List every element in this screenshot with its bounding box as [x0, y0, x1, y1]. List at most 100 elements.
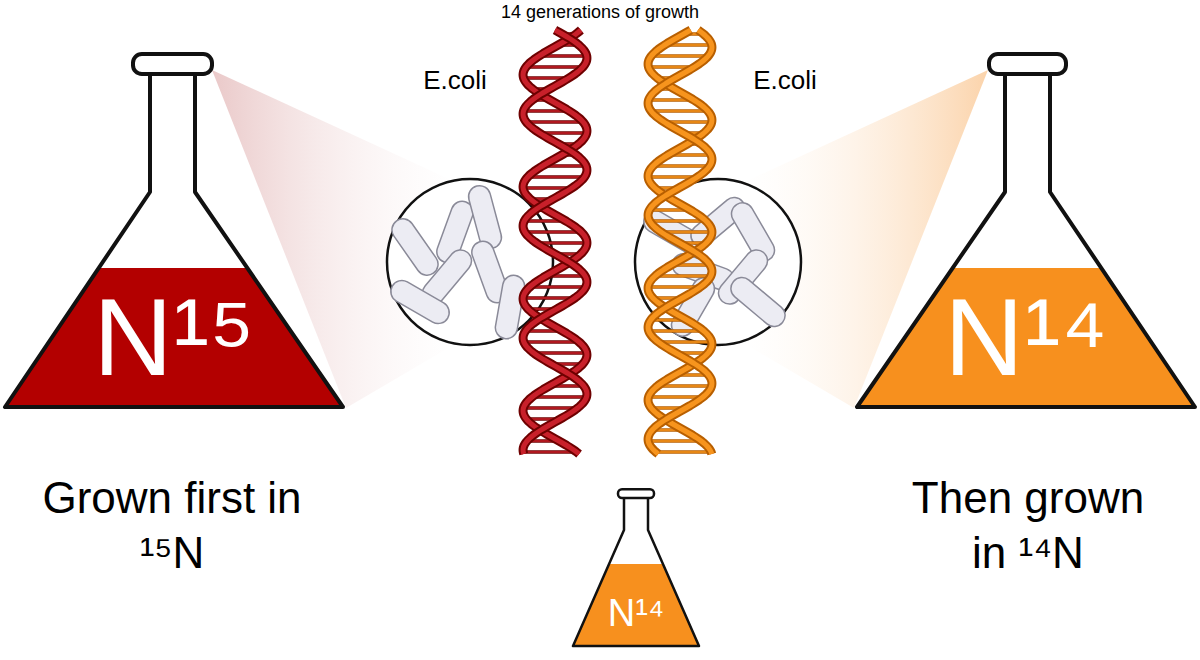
base-pair — [533, 88, 550, 90]
base-pair — [649, 208, 690, 212]
base-pair — [532, 396, 586, 398]
base-pair — [664, 417, 666, 421]
bacterium — [494, 274, 527, 341]
backbone — [523, 30, 587, 454]
bacterium — [388, 214, 443, 279]
base-pair — [523, 407, 577, 409]
flask-glass — [857, 74, 1195, 407]
bacterium — [466, 183, 504, 251]
base-pair — [651, 319, 687, 321]
backbone-outline — [648, 30, 712, 454]
base-pair — [651, 110, 708, 112]
circle-outline — [385, 177, 555, 347]
base-pair — [653, 165, 710, 167]
base-pair — [559, 142, 579, 146]
base-pair — [655, 187, 679, 189]
flask-rim — [133, 54, 212, 74]
base-pair — [526, 120, 583, 124]
base-pair — [683, 132, 704, 134]
flask-liquid — [857, 268, 1195, 407]
base-pair — [687, 143, 701, 145]
base-pair — [525, 329, 562, 333]
base-pair — [651, 406, 686, 410]
base-pair — [526, 121, 583, 123]
base-pair — [525, 231, 582, 233]
isotope-label: N¹⁴ — [944, 282, 1107, 392]
base-pair — [657, 385, 711, 387]
base-pair — [523, 450, 576, 454]
base-pair — [555, 253, 581, 255]
base-pair — [679, 242, 706, 244]
base-pair — [542, 165, 586, 167]
base-pair — [676, 351, 708, 355]
base-pair — [528, 175, 585, 179]
flask-liquid — [5, 268, 343, 407]
base-pair — [523, 297, 575, 299]
base-pair — [656, 450, 711, 454]
base-pair — [540, 131, 587, 135]
base-pair — [559, 143, 579, 145]
base-pair — [536, 242, 587, 244]
growth-note: 14 generations of growth — [400, 1, 800, 24]
backbone — [523, 30, 587, 454]
base-pair — [651, 318, 687, 322]
base-pair — [524, 220, 566, 222]
base-pair — [533, 87, 550, 91]
base-pair — [524, 76, 569, 80]
circle-outline — [633, 177, 803, 347]
base-pair — [546, 274, 585, 278]
base-pair — [648, 439, 701, 443]
step-caption: Then grown in ¹⁴N — [892, 470, 1164, 580]
dna-helix — [523, 30, 587, 454]
base-pair — [569, 373, 571, 377]
base-pair — [684, 32, 704, 36]
base-pair — [648, 175, 697, 179]
base-pair — [538, 319, 543, 321]
base-pair — [668, 153, 711, 157]
base-pair — [539, 54, 587, 58]
base-pair — [538, 318, 543, 322]
base-pair — [532, 99, 550, 101]
base-pair — [530, 198, 553, 200]
base-pair — [658, 340, 712, 344]
base-pair — [650, 220, 706, 222]
base-pair — [648, 395, 703, 399]
backbone-outline — [648, 30, 712, 454]
base-pair — [676, 352, 708, 354]
base-pair — [523, 109, 569, 113]
base-pair — [664, 418, 666, 420]
backbone — [648, 30, 712, 454]
base-pair — [653, 296, 683, 300]
base-pair — [661, 230, 712, 234]
base-pair — [655, 186, 679, 190]
base-pair — [664, 120, 712, 124]
base-pair — [648, 66, 694, 68]
base-pair — [655, 274, 711, 278]
base-pair — [534, 352, 587, 354]
base-pair — [539, 55, 587, 57]
base-pair — [530, 197, 553, 201]
base-pair — [649, 99, 694, 101]
base-pair — [558, 43, 579, 47]
base-pair — [551, 362, 582, 366]
base-pair — [555, 252, 581, 256]
base-pair — [668, 154, 711, 156]
base-pair — [675, 373, 709, 377]
magnified-circle: E.coli — [385, 177, 555, 347]
base-pair — [530, 286, 586, 288]
base-pair — [657, 384, 711, 388]
base-pair — [527, 439, 559, 443]
base-pair — [663, 308, 667, 310]
base-pair — [523, 187, 572, 189]
base-pair — [549, 385, 584, 387]
base-pair — [652, 429, 683, 431]
base-pair — [536, 241, 587, 245]
base-pair — [650, 219, 706, 223]
base-pair — [562, 33, 576, 35]
base-pair — [569, 374, 571, 376]
base-pair — [534, 351, 587, 355]
flask-glass — [573, 498, 699, 646]
base-pair — [532, 395, 586, 399]
base-pair — [671, 264, 710, 266]
base-pair — [671, 263, 710, 267]
